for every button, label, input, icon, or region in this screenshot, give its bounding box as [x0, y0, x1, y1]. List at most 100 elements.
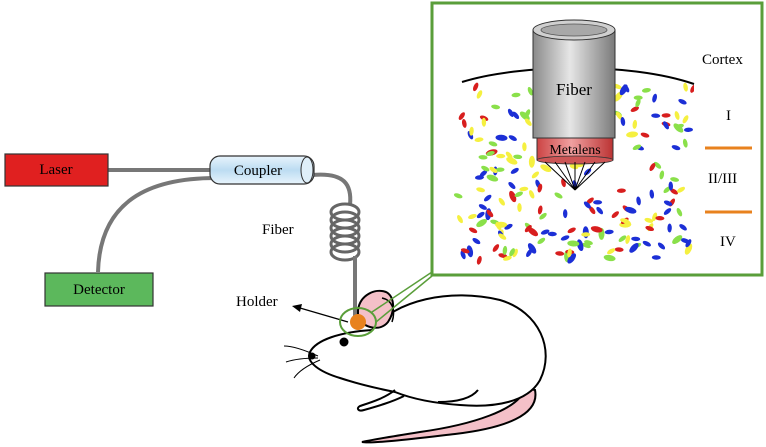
neuron-cells	[453, 82, 694, 265]
neuron-cell	[670, 188, 678, 195]
callout-line-bottom	[375, 275, 433, 323]
neuron-cell	[560, 235, 570, 241]
neuron-cell	[671, 145, 681, 151]
neuron-cell	[596, 206, 604, 215]
neuron-cell	[668, 181, 674, 191]
neuron-cell	[631, 236, 641, 242]
neuron-cell	[567, 240, 580, 247]
neuron-cell	[644, 217, 654, 223]
neuron-cell	[611, 211, 619, 218]
detector-box: Detector	[44, 272, 154, 307]
neuron-cell	[635, 98, 641, 108]
neuron-cell	[649, 189, 655, 199]
neuron-cell	[509, 248, 515, 257]
neuron-cell	[458, 112, 465, 120]
neuron-cell	[581, 232, 591, 237]
neuron-cell	[632, 119, 638, 129]
laser-label: Laser	[39, 162, 72, 178]
neuron-cell	[488, 141, 498, 147]
fiber-coil	[329, 202, 361, 262]
neuron-cell	[583, 201, 591, 209]
neuron-cell	[655, 215, 665, 221]
neuron-cell	[478, 155, 488, 160]
neuron-cell	[537, 237, 546, 245]
neuron-cell	[512, 111, 520, 119]
metalens: Metalens	[536, 137, 614, 165]
holder-label: Holder	[236, 294, 278, 310]
neuron-cell	[590, 226, 603, 233]
neuron-cell	[636, 196, 641, 206]
neuron-cell	[625, 235, 631, 244]
neuron-cell	[540, 164, 552, 173]
neuron-cell	[511, 92, 521, 98]
neuron-cell	[468, 213, 477, 220]
neuron-cell	[584, 240, 593, 246]
neuron-cell	[670, 177, 680, 182]
neuron-cell	[661, 113, 671, 118]
neuron-cell	[680, 238, 690, 244]
neuron-cell	[672, 235, 683, 245]
neuron-cell	[676, 186, 686, 193]
neuron-cell	[486, 174, 499, 182]
neuron-cell	[567, 253, 577, 264]
neuron-cell	[682, 115, 689, 124]
neuron-cell	[679, 224, 687, 231]
neuron-cell	[461, 118, 467, 128]
neuron-cell	[468, 227, 478, 234]
neuron-cell	[567, 248, 572, 258]
neuron-cell	[675, 123, 684, 129]
neuron-cell	[466, 245, 474, 258]
neuron-cell	[509, 190, 517, 203]
neuron-cell	[682, 138, 688, 148]
neuron-cell	[508, 181, 516, 190]
neuron-cell	[624, 206, 637, 214]
neuron-cell	[586, 197, 594, 205]
neuron-cell	[633, 95, 643, 100]
neuron-cell	[527, 227, 539, 237]
detector-fiber	[96, 176, 217, 273]
inset-fiber-label: Fiber	[556, 80, 592, 99]
neuron-cell	[508, 135, 517, 142]
neuron-cell	[489, 166, 498, 173]
neuron-cell	[517, 203, 522, 212]
mouse-tail	[361, 386, 537, 444]
neuron-cell	[469, 126, 474, 136]
neuron-cell	[479, 170, 488, 177]
neuron-cell	[527, 86, 534, 96]
callout-line-top	[371, 271, 433, 313]
neuron-cell	[476, 219, 487, 228]
metalens-label: Metalens	[549, 143, 600, 158]
neuron-cell	[657, 242, 666, 250]
neuron-cell	[651, 255, 661, 260]
neuron-cell	[531, 171, 540, 179]
neuron-cell	[475, 175, 484, 180]
neuron-cell	[507, 108, 514, 117]
neuron-cell	[554, 192, 563, 199]
coupler-to-coil-fiber	[311, 172, 353, 206]
neuron-cell	[453, 193, 463, 199]
neuron-cell	[562, 209, 568, 219]
focused-light-cone	[544, 161, 606, 191]
neuron-cell	[486, 151, 495, 156]
layer-2-3-label: II/III	[708, 171, 737, 187]
neuron-cell	[505, 151, 513, 159]
neuron-cell	[524, 109, 531, 118]
neuron-cell	[528, 155, 535, 168]
neuron-cell	[642, 240, 651, 247]
neuron-cell	[667, 223, 672, 233]
neuron-cell	[491, 104, 501, 110]
neuron-cell	[498, 233, 507, 240]
layer-1-label: I	[726, 108, 731, 124]
neuron-cell	[481, 117, 487, 127]
neuron-cell	[502, 245, 508, 255]
inset-fiber: Fiber	[532, 19, 616, 139]
neuron-cell	[659, 170, 665, 180]
neuron-cell	[460, 248, 470, 254]
neuron-cell	[645, 225, 655, 232]
neuron-cell	[540, 229, 550, 235]
coupler: Coupler	[209, 155, 315, 185]
neuron-cell	[519, 186, 529, 192]
fiber-label: Fiber	[262, 222, 294, 238]
neuron-cell	[653, 161, 662, 169]
